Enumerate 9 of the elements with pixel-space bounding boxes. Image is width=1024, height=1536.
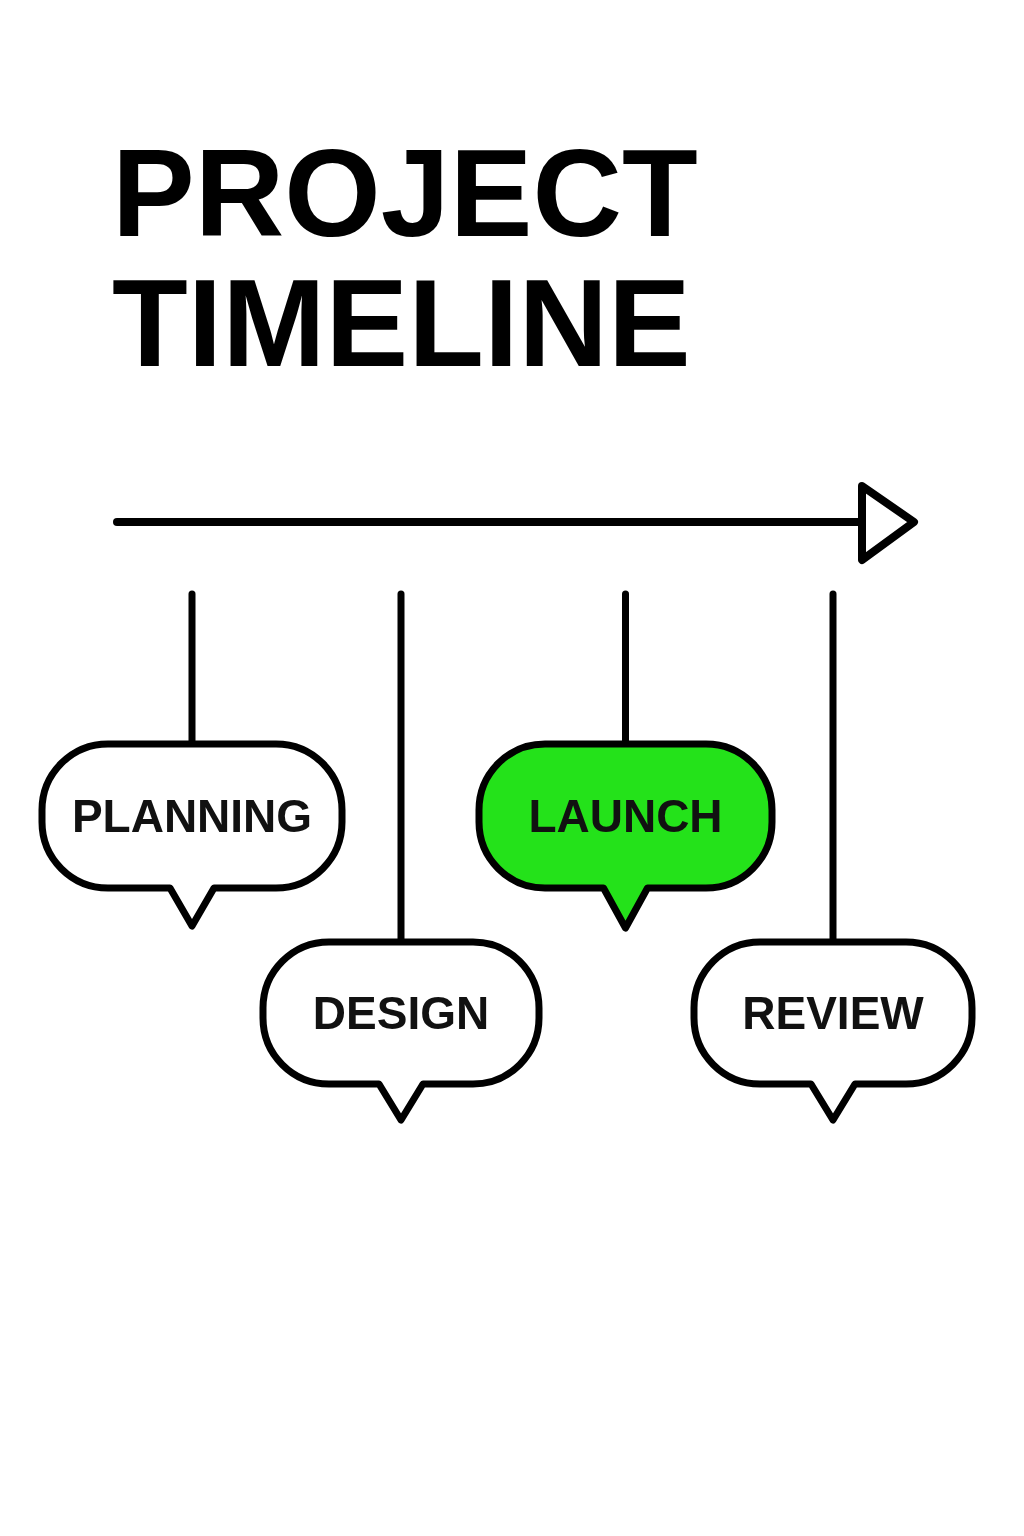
stage-label: REVIEW [741,986,925,1041]
stage-label: DESIGN [311,986,491,1041]
speech-bubble [259,938,543,1124]
speech-bubble [475,740,776,932]
stage-label: LAUNCH [527,789,724,844]
stage-label: PLANNING [70,789,314,844]
speech-bubble [690,938,976,1124]
speech-bubble [38,740,346,930]
title: PROJECT TIMELINE [112,128,699,388]
